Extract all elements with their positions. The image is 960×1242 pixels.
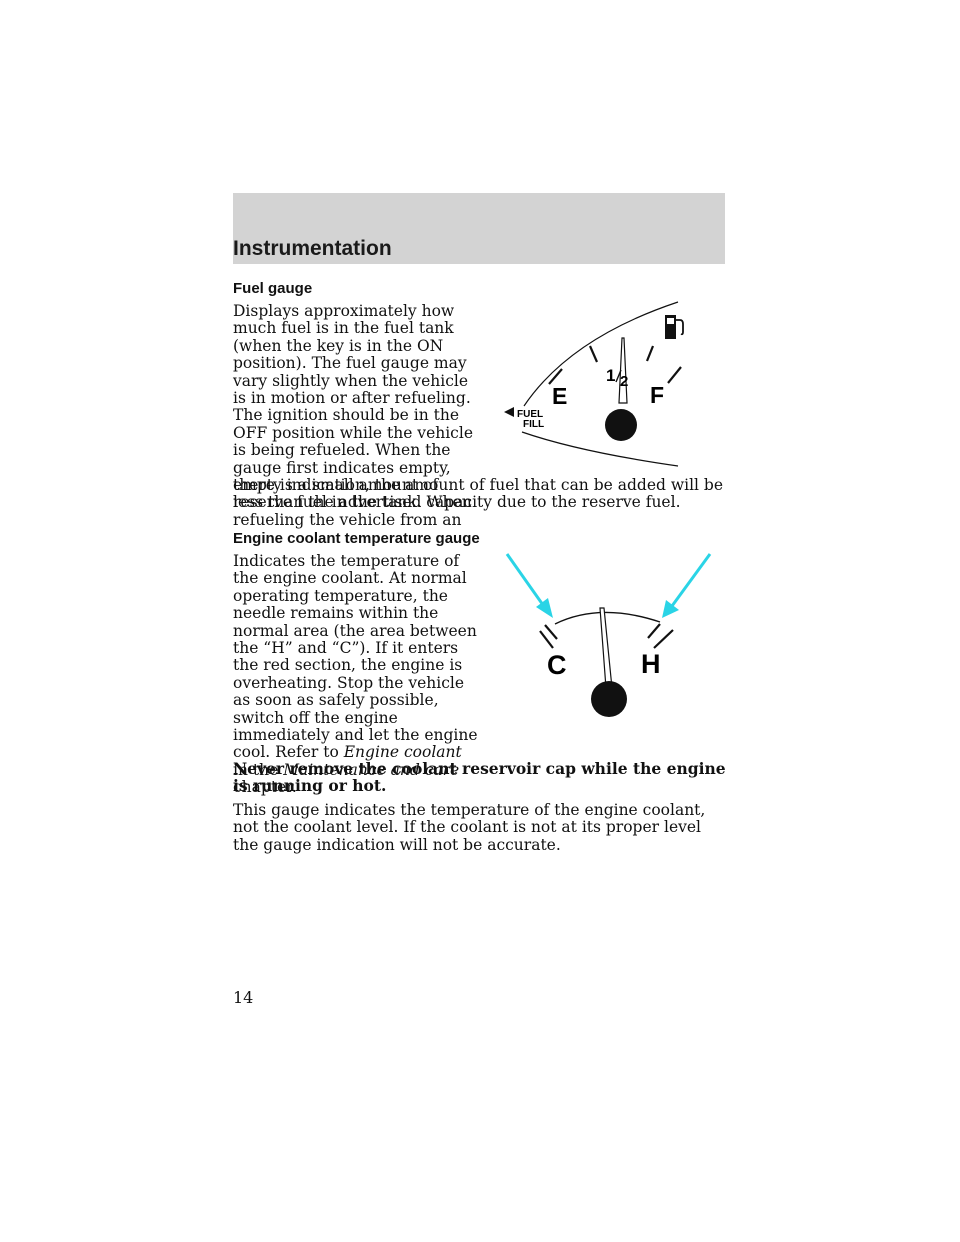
fuel-gauge-heading: Fuel gauge xyxy=(233,280,313,297)
section-title: Instrumentation xyxy=(233,237,392,260)
engine-coolant-reference: Engine coolant xyxy=(343,743,462,762)
fuel-gauge-illustration: E F 1 2 FUEL FILL xyxy=(504,301,684,467)
page-number: 14 xyxy=(233,988,254,1007)
coolant-description-text-3: chapter. xyxy=(233,778,297,797)
fuel-fill-label-line1: FUEL xyxy=(517,409,543,420)
normal-range-right-arrow-icon xyxy=(662,553,712,618)
section-header-band xyxy=(233,193,725,264)
coolant-gauge-heading: Engine coolant temperature gauge xyxy=(233,530,480,547)
coolant-gauge-illustration: C H xyxy=(505,553,712,717)
fuel-gauge-full-label: F xyxy=(650,382,664,408)
coolant-gauge-description: Indicates the temperature of the engine … xyxy=(233,552,481,797)
normal-range-left-arrow-icon xyxy=(505,553,553,618)
coolant-gauge-note: This gauge indicates the temperature of … xyxy=(233,801,706,854)
fuel-gauge-description-continued: empty indication, the amount of fuel tha… xyxy=(233,476,724,512)
fuel-pump-icon xyxy=(665,315,684,339)
fuel-fill-label-line2: FILL xyxy=(523,419,544,430)
fuel-gauge-empty-label: E xyxy=(552,383,567,409)
maintenance-and-care-reference: Maintenance and care xyxy=(283,760,460,779)
fuel-gauge-description: Displays approximately how much fuel is … xyxy=(233,302,473,529)
coolant-gauge-hot-label: H xyxy=(641,649,661,679)
fuel-gauge-half-denominator: 2 xyxy=(620,373,628,390)
coolant-description-text-2: in the xyxy=(233,760,284,779)
fuel-gauge-half-numerator: 1 xyxy=(606,366,615,385)
coolant-description-text-1: Indicates the temperature of the engine … xyxy=(233,552,478,762)
coolant-cap-warning: Never remove the coolant reservoir cap w… xyxy=(233,759,726,796)
coolant-gauge-cold-label: C xyxy=(547,650,567,680)
fuel-fill-side-arrow-icon xyxy=(504,407,514,417)
